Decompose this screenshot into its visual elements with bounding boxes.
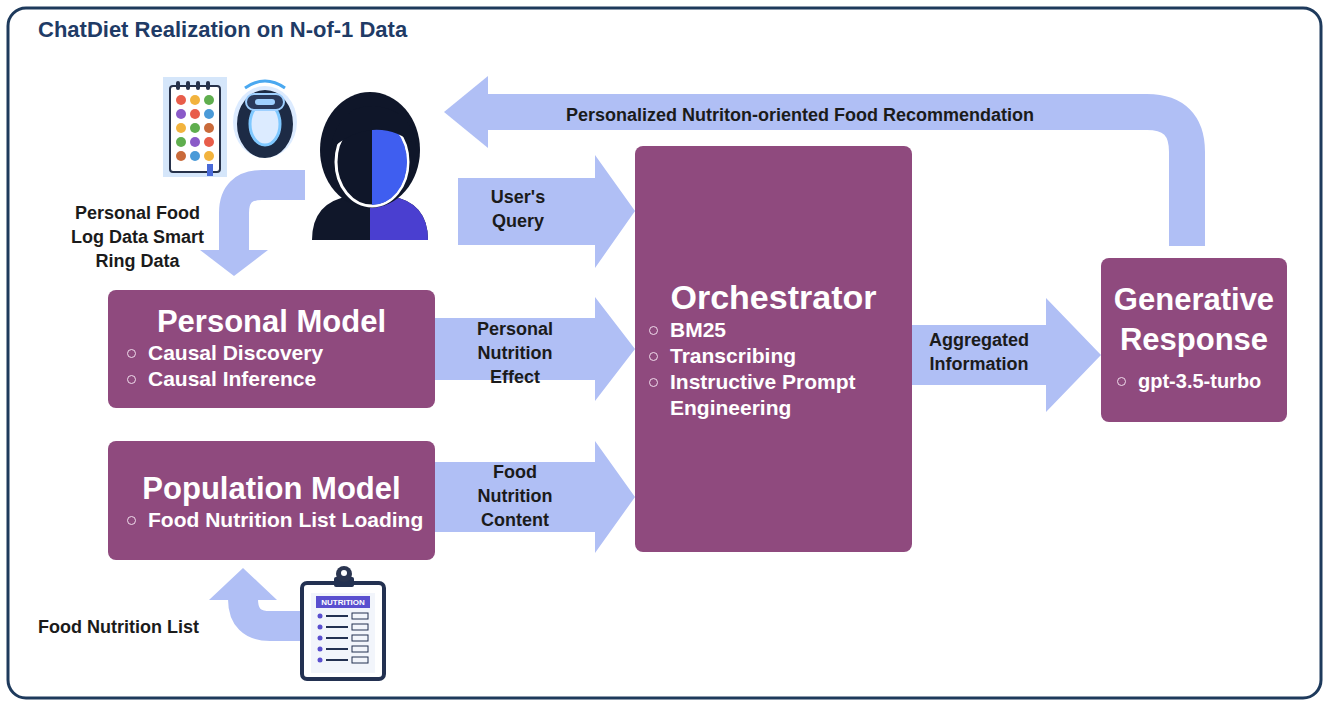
food-log-icon xyxy=(190,151,200,161)
nutrition-clipboard-icon xyxy=(352,624,368,630)
nutrition-clipboard-icon xyxy=(318,647,323,652)
food-log-icon xyxy=(170,86,220,172)
arrow-label: Personalized Nutriton-oriented Food Reco… xyxy=(490,103,1110,127)
user-figure xyxy=(330,106,416,150)
nutrition-clipboard-icon xyxy=(326,626,348,628)
arrow-label: Food Nutrition Content xyxy=(459,460,571,532)
food-log-icon xyxy=(190,95,200,105)
box-heading: Personal Model xyxy=(108,304,435,340)
nutrition-clipboard-icon xyxy=(352,635,368,641)
data-arrow xyxy=(200,185,305,276)
block-arrow xyxy=(912,298,1101,412)
nutrition-clipboard-icon xyxy=(318,625,323,630)
arrow-label: User's Query xyxy=(478,185,558,233)
food-log-icon xyxy=(176,109,186,119)
smart-ring-icon xyxy=(245,81,285,88)
nutrition-list-arrow xyxy=(243,598,302,626)
block-arrow xyxy=(435,297,635,401)
bullet-item: Instructive Prompt Engineering xyxy=(648,369,912,421)
food-log-icon xyxy=(207,164,213,176)
nutrition-clipboard-icon xyxy=(352,613,368,619)
smart-ring-icon xyxy=(233,86,297,158)
bullet-item: Transcribing xyxy=(648,343,912,369)
nutrition-clipboard-icon xyxy=(318,614,323,619)
food-log-icon xyxy=(190,137,200,147)
bullet-item: Causal Discovery xyxy=(126,340,435,366)
recommendation-arrow xyxy=(444,76,488,148)
nutrition-list-arrow xyxy=(209,568,277,600)
user-figure xyxy=(320,92,420,208)
smart-ring-icon xyxy=(255,99,275,105)
nutrition-clipboard-icon xyxy=(318,636,323,641)
diagram-title: ChatDiet Realization on N-of-1 Data xyxy=(38,17,407,43)
nutrition-clipboard-icon xyxy=(318,658,323,663)
nutrition-clipboard-icon xyxy=(326,637,348,639)
food-log-icon xyxy=(204,95,214,105)
smart-ring-icon xyxy=(246,94,284,110)
box-heading: Population Model xyxy=(108,471,435,507)
process-box: OrchestratorBM25TranscribingInstructive … xyxy=(635,146,912,552)
nutrition-clipboard-icon xyxy=(352,657,368,663)
query-arrow xyxy=(458,155,635,268)
nutrition-clipboard-icon xyxy=(336,566,352,582)
process-box: Population ModelFood Nutrition List Load… xyxy=(108,441,435,560)
bullet-item: gpt-3.5-turbo xyxy=(1116,368,1287,394)
arrow-label: Personal Food Log Data Smart Ring Data xyxy=(70,201,205,273)
data-arrow xyxy=(234,185,305,252)
nutrition-clipboard-icon xyxy=(302,583,384,679)
process-box: Personal ModelCausal DiscoveryCausal Inf… xyxy=(108,290,435,408)
user-figure xyxy=(312,92,428,240)
nutrition-clipboard-icon xyxy=(326,659,348,661)
block-arrow xyxy=(435,441,635,553)
food-log-icon xyxy=(190,109,200,119)
food-log-icon xyxy=(204,109,214,119)
nutrition-clipboard-icon xyxy=(302,566,384,679)
arrow-label: Personal Nutrition Effect xyxy=(459,317,571,389)
food-log-icon xyxy=(196,81,200,90)
arrow-label: Aggregated Information xyxy=(914,328,1044,376)
food-log-icon xyxy=(204,137,214,147)
food-log-icon xyxy=(163,77,227,177)
food-log-icon xyxy=(176,137,186,147)
arrow-label: Food Nutrition List xyxy=(38,615,238,639)
nutrition-clipboard-icon xyxy=(341,570,347,576)
query-arrow xyxy=(458,155,635,268)
data-arrow xyxy=(200,250,268,276)
food-log-icon xyxy=(176,81,180,90)
icon-caption: NUTRITION xyxy=(316,597,370,608)
food-log-icon xyxy=(176,151,186,161)
food-log-icon xyxy=(176,95,186,105)
nutrition-clipboard-icon xyxy=(352,646,368,652)
food-log-icon xyxy=(190,123,200,133)
box-heading: Generative Response xyxy=(1101,280,1287,360)
nutrition-list-arrow xyxy=(209,568,302,626)
nutrition-clipboard-icon xyxy=(326,615,348,617)
box-heading: Orchestrator xyxy=(635,277,912,317)
bullet-item: Food Nutrition List Loading xyxy=(126,507,435,533)
food-log-icon xyxy=(206,81,210,90)
nutrition-clipboard-icon xyxy=(316,596,370,608)
food-log-icon xyxy=(204,123,214,133)
nutrition-clipboard-icon xyxy=(326,648,348,650)
food-log-icon xyxy=(204,151,214,161)
nutrition-clipboard-icon xyxy=(311,593,375,673)
food-log-icon xyxy=(176,123,186,133)
smart-ring-icon xyxy=(233,81,297,158)
bullet-item: BM25 xyxy=(648,317,912,343)
outer-frame xyxy=(8,8,1321,698)
food-log-icon xyxy=(163,77,227,177)
food-log-icon xyxy=(186,81,190,90)
bullet-item: Causal Inference xyxy=(126,366,435,392)
process-box: Generative Response gpt-3.5-turbo xyxy=(1101,258,1287,422)
